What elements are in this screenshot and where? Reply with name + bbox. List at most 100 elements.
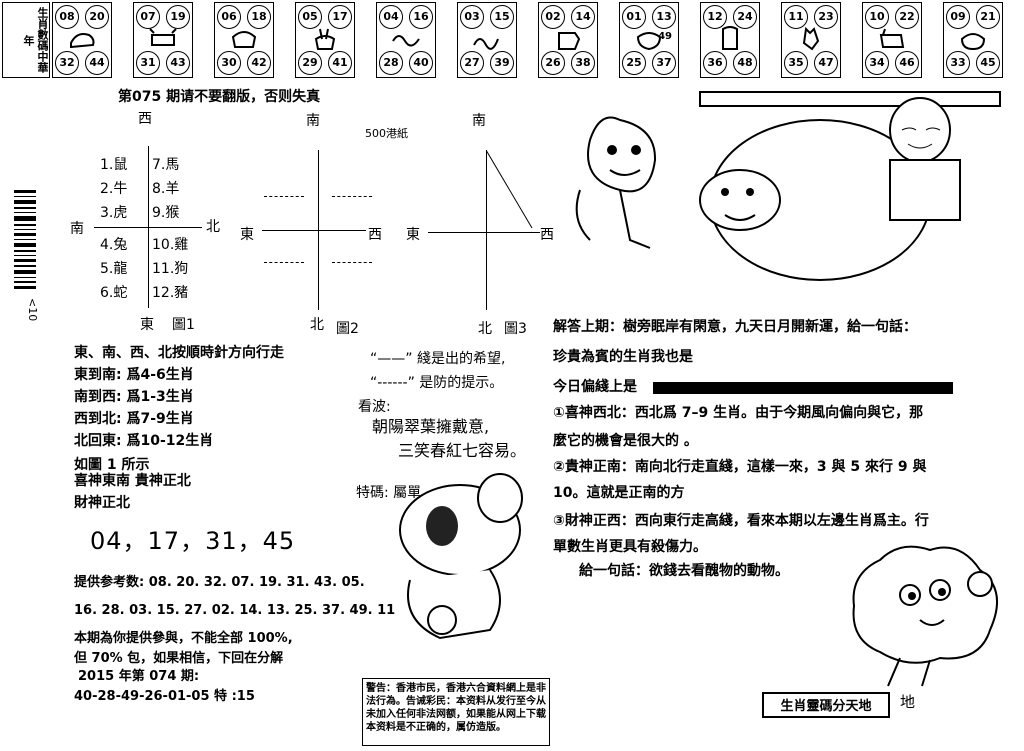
point-3-line-1: ③財神正西：西向東行走高綫，看來本期以左邊生肖爲主。行 bbox=[553, 513, 929, 529]
rule-line: 財神正北 bbox=[74, 495, 130, 511]
barcode-text: <10 bbox=[26, 298, 39, 322]
diagram-3-right: 西 bbox=[540, 227, 554, 243]
zodiac-number: 38 bbox=[571, 51, 595, 75]
paper-label: 500港紙 bbox=[365, 127, 408, 140]
zodiac-number: 05 bbox=[298, 5, 322, 29]
zodiac-number: 34 bbox=[865, 51, 889, 75]
rule-line: 西到北: 爲7-9生肖 bbox=[74, 411, 194, 427]
zodiac-number: 31 bbox=[136, 51, 160, 75]
diagram-3-diagonal bbox=[486, 150, 533, 229]
diagram-1-top: 西 bbox=[138, 111, 152, 127]
barcode: <10 bbox=[10, 190, 42, 330]
zodiac-number: 16 bbox=[409, 5, 433, 29]
point-3-line-2: 單數生肖更具有殺傷力。 bbox=[553, 539, 707, 555]
zodiac-list-item: 12.豬 bbox=[152, 285, 189, 301]
zodiac-number: 21 bbox=[976, 5, 1000, 29]
zodiac-list-item: 4.兔 bbox=[100, 237, 128, 253]
snake-icon bbox=[473, 38, 499, 50]
point-1-line-2: 麼它的機會是很大的 。 bbox=[553, 433, 698, 449]
diagram-2-dash-2 bbox=[332, 196, 372, 197]
zodiac-number: 43 bbox=[166, 51, 190, 75]
legend-solid: “——” 綫是出的希望, bbox=[370, 351, 506, 367]
zodiac-number: 29 bbox=[298, 51, 322, 75]
diagram-2-dash-4 bbox=[332, 262, 372, 263]
diagram-3-left: 東 bbox=[406, 227, 420, 243]
promise-line-2: 但 70% 包，如果相信，下回在分解 bbox=[74, 651, 284, 666]
zodiac-number: 35 bbox=[784, 51, 808, 75]
zodiac-number: 12 bbox=[703, 5, 727, 29]
rule-line: 如圖 1 所示 bbox=[74, 457, 150, 473]
stamp-text: 生肖靈碼分天地 bbox=[780, 699, 872, 714]
horse-icon bbox=[558, 32, 581, 50]
zodiac-list-item: 7.馬 bbox=[152, 157, 180, 173]
promise-line-1: 本期為你提供參與，不能全部 100%, bbox=[74, 631, 293, 646]
sheep-illustration bbox=[852, 545, 998, 687]
diagram-2-dash-1 bbox=[264, 196, 304, 197]
warning-box: 警告：香港市民，香港六合資料網上是非法行為。告诫彩民：本资料从发行至今从未加入任… bbox=[362, 678, 550, 746]
zodiac-number: 45 bbox=[976, 51, 1000, 75]
zodiac-number: 08 bbox=[55, 5, 79, 29]
zodiac-number: 48 bbox=[733, 51, 757, 75]
zodiac-number: 44 bbox=[85, 51, 109, 75]
zodiac-number: 27 bbox=[460, 51, 484, 75]
diagram-3-top: 南 bbox=[472, 113, 486, 129]
ox-icon bbox=[149, 28, 177, 46]
zodiac-number: 15 bbox=[490, 5, 514, 29]
zodiac-number: 30 bbox=[217, 51, 241, 75]
monkey-icon bbox=[722, 26, 738, 50]
legend-dashed: “------” 是防的提示。 bbox=[370, 375, 504, 391]
zodiac-number: 25 bbox=[622, 51, 646, 75]
zodiac-number: 02 bbox=[541, 5, 565, 29]
rule-line: 喜神東南 貴神正北 bbox=[74, 473, 191, 489]
stamp-box: 生肖靈碼分天地 bbox=[762, 692, 890, 718]
dog-icon bbox=[879, 28, 905, 48]
zodiac-number: 28 bbox=[379, 51, 403, 75]
zodiac-number: 03 bbox=[460, 5, 484, 29]
zodiac-number: 14 bbox=[571, 5, 595, 29]
diagram-2-horizontal bbox=[262, 230, 366, 231]
zodiac-number: 01 bbox=[622, 5, 646, 29]
diagram-2-dash-3 bbox=[264, 262, 304, 263]
diagram-2: 南 東 西 北 圖2 bbox=[236, 110, 396, 337]
reference-numbers-line-1: 提供参考数: 08. 20. 32. 07. 19. 31. 43. 05. bbox=[74, 575, 365, 590]
zodiac-number: 42 bbox=[247, 51, 271, 75]
rule-line: 北回東: 爲10-12生肖 bbox=[74, 433, 214, 449]
zodiac-number: 17 bbox=[328, 5, 352, 29]
zodiac-number: 37 bbox=[652, 51, 676, 75]
zodiac-number: 11 bbox=[784, 5, 808, 29]
barcode-graphic bbox=[14, 190, 36, 289]
zodiac-number: 26 bbox=[541, 51, 565, 75]
diagram-3-vertical bbox=[486, 150, 487, 310]
diagram-3-caption: 圖3 bbox=[504, 321, 527, 337]
zodiac-number: 06 bbox=[217, 5, 241, 29]
zodiac-number: 24 bbox=[733, 5, 757, 29]
issue-title: 第075 期请不要翻版，否则失真 bbox=[118, 89, 321, 105]
rule-line: 東到南: 爲4-6生肖 bbox=[74, 367, 194, 383]
zodiac-number: 19 bbox=[166, 5, 190, 29]
zodiac-number: 13 bbox=[652, 5, 676, 29]
stamp-suffix: 地 bbox=[900, 693, 916, 711]
zodiac-list-item: 11.狗 bbox=[152, 261, 189, 277]
big-numbers: 04，17，31，45 bbox=[90, 527, 296, 555]
diagram-2-caption: 圖2 bbox=[336, 321, 359, 337]
tema: 特碼: 屬單 bbox=[356, 485, 422, 501]
rooster-icon bbox=[802, 26, 820, 51]
diagram-2-right: 西 bbox=[368, 227, 382, 243]
tip-line: 給一句話：欲錢去看醜物的動物。 bbox=[579, 563, 789, 579]
rat-icon bbox=[70, 33, 95, 49]
kanbo-line-2: 三笑春紅七容易。 bbox=[398, 441, 527, 460]
zodiac-list-item: 8.羊 bbox=[152, 181, 180, 197]
diagram-2-left: 東 bbox=[240, 227, 254, 243]
zodiac-number: 47 bbox=[814, 51, 838, 75]
zodiac-number: 36 bbox=[703, 51, 727, 75]
zodiac-number: 46 bbox=[895, 51, 919, 75]
